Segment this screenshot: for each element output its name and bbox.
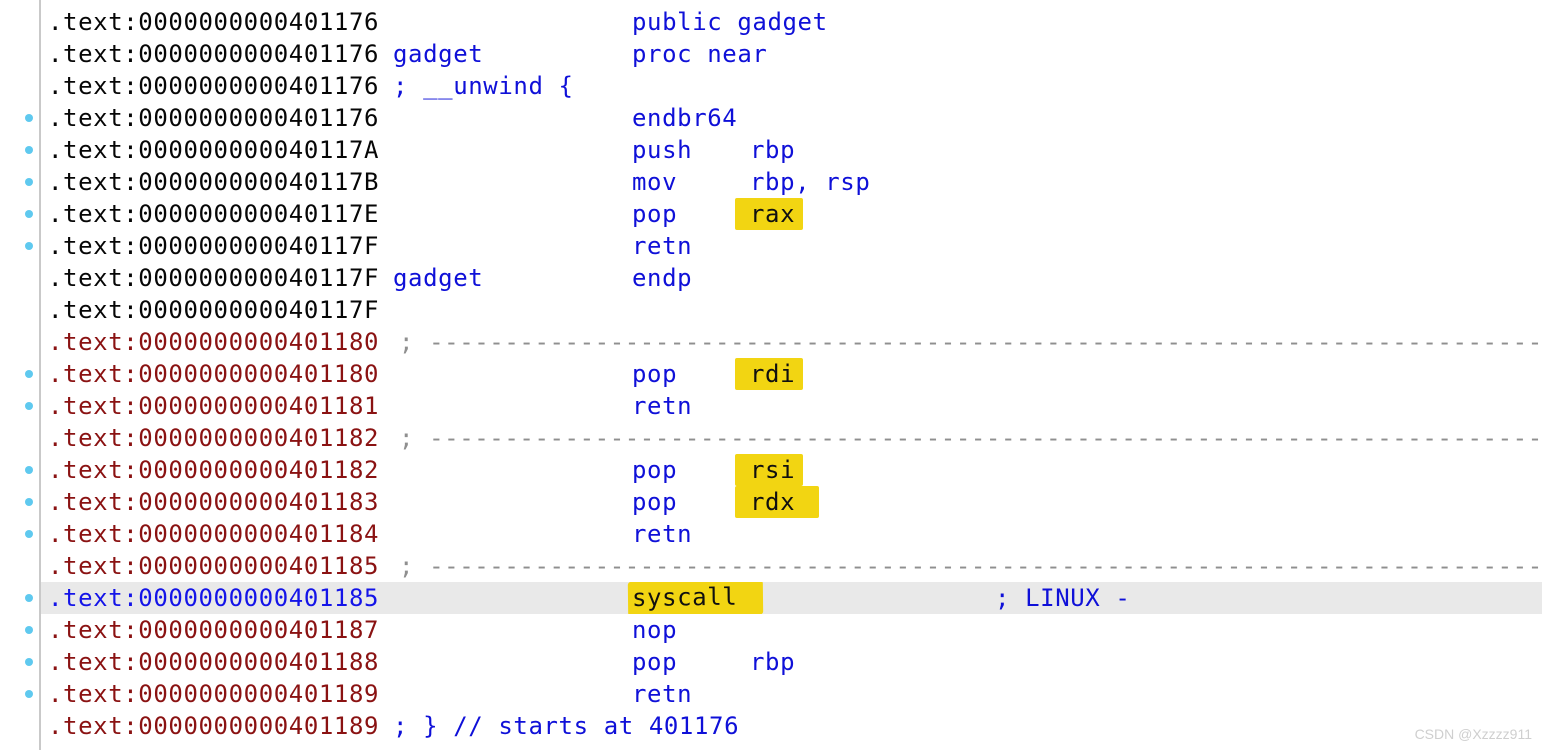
disasm-row[interactable]: .text:0000000000401182 pop rsi [0, 454, 1542, 486]
disasm-row[interactable]: .text:0000000000401176 endbr64 [0, 102, 1542, 134]
line-marker-icon [25, 530, 33, 538]
address-label: .text:0000000000401176 [48, 72, 380, 100]
operand[interactable]: rdi [735, 358, 804, 390]
address-label: .text:0000000000401181 [48, 392, 380, 420]
comment-text: ; __unwind { [393, 72, 574, 100]
mnemonic[interactable]: retn [632, 392, 693, 420]
address-label: .text:000000000040117A [48, 136, 380, 164]
mnemonic[interactable]: pop [632, 360, 678, 388]
line-marker-icon [25, 466, 33, 474]
disasm-row[interactable]: .text:0000000000401183 pop rdx [0, 486, 1542, 518]
disasm-row[interactable]: .text:000000000040117A push rbp [0, 134, 1542, 166]
disasm-row[interactable]: .text:0000000000401176 gadget proc near [0, 38, 1542, 70]
watermark: CSDN @Xzzzz911 [1414, 726, 1532, 742]
address-label: .text:0000000000401182 [48, 456, 380, 484]
disasm-row[interactable]: .text:0000000000401189 retn [0, 678, 1542, 710]
address-label: .text:0000000000401180 [48, 360, 380, 388]
address-label: .text:0000000000401176 [48, 8, 380, 36]
address-label: .text:0000000000401185 [48, 584, 380, 612]
line-marker-icon [25, 146, 33, 154]
symbol-label[interactable]: gadget [393, 40, 484, 68]
line-marker-icon [25, 114, 33, 122]
address-label: .text:000000000040117F [48, 296, 380, 324]
disasm-row[interactable]: .text:0000000000401185 ; ----------------… [0, 550, 1542, 582]
address-label: .text:0000000000401189 [48, 712, 380, 740]
operand[interactable]: rbp [750, 136, 796, 164]
comment-text: ; } // starts at 401176 [393, 712, 740, 740]
operand[interactable]: rbp [750, 648, 796, 676]
mnemonic[interactable]: retn [632, 680, 693, 708]
mnemonic[interactable]: retn [632, 232, 693, 260]
mnemonic[interactable]: mov [632, 168, 678, 196]
mnemonic[interactable]: pop [632, 200, 678, 228]
address-label: .text:000000000040117B [48, 168, 380, 196]
disasm-row[interactable]: .text:0000000000401184 retn [0, 518, 1542, 550]
separator-line: ; --------------------------------------… [399, 328, 1542, 356]
line-marker-icon [25, 498, 33, 506]
line-marker-icon [25, 178, 33, 186]
separator-line: ; --------------------------------------… [399, 552, 1542, 580]
address-label: .text:0000000000401188 [48, 648, 380, 676]
line-marker-icon [25, 690, 33, 698]
mnemonic[interactable]: pop [632, 488, 678, 516]
disasm-row[interactable]: .text:0000000000401176 ; __unwind { [0, 70, 1542, 102]
address-label: .text:0000000000401189 [48, 680, 380, 708]
line-marker-icon [25, 242, 33, 250]
address-label: .text:0000000000401187 [48, 616, 380, 644]
disasm-row[interactable]: .text:0000000000401181 retn [0, 390, 1542, 422]
disasm-row[interactable]: .text:0000000000401187 nop [0, 614, 1542, 646]
mnemonic[interactable]: pop [632, 648, 678, 676]
address-label: .text:0000000000401182 [48, 424, 380, 452]
symbol-label[interactable]: gadget [393, 264, 484, 292]
mnemonic[interactable]: public gadget [632, 8, 828, 36]
line-marker-icon [25, 402, 33, 410]
operand[interactable]: rsi [735, 454, 804, 486]
address-label: .text:0000000000401176 [48, 104, 380, 132]
disasm-row[interactable]: .text:000000000040117F [0, 294, 1542, 326]
address-label: .text:0000000000401176 [48, 40, 380, 68]
separator-line: ; --------------------------------------… [399, 424, 1542, 452]
mnemonic[interactable]: retn [632, 520, 693, 548]
line-marker-icon [25, 658, 33, 666]
disasm-row[interactable]: .text:000000000040117F retn [0, 230, 1542, 262]
address-label: .text:000000000040117E [48, 200, 380, 228]
margin-divider [39, 0, 41, 750]
address-label: .text:000000000040117F [48, 264, 380, 292]
disasm-row[interactable]: .text:0000000000401180 pop rdi [0, 358, 1542, 390]
line-marker-icon [25, 210, 33, 218]
inline-comment: ; LINUX - [995, 584, 1131, 612]
line-marker-icon [25, 626, 33, 634]
disasm-row[interactable]: .text:000000000040117B mov rbp, rsp [0, 166, 1542, 198]
operand[interactable]: rbp, rsp [750, 168, 871, 196]
disasm-row[interactable]: .text:0000000000401185 syscall ; LINUX - [0, 582, 1542, 614]
disasm-row[interactable]: .text:000000000040117F gadget endp [0, 262, 1542, 294]
address-label: .text:0000000000401185 [48, 552, 380, 580]
disasm-row[interactable]: .text:000000000040117E pop rax [0, 198, 1542, 230]
disasm-row[interactable]: .text:0000000000401189 ; } // starts at 4… [0, 710, 1542, 742]
mnemonic[interactable]: proc near [632, 40, 768, 68]
mnemonic[interactable]: nop [632, 616, 678, 644]
disasm-row[interactable]: .text:0000000000401180 ; ----------------… [0, 326, 1542, 358]
disasm-row[interactable]: .text:0000000000401188 pop rbp [0, 646, 1542, 678]
mnemonic[interactable]: endbr64 [632, 104, 738, 132]
operand[interactable]: rdx [735, 486, 820, 518]
mnemonic[interactable]: push [632, 136, 693, 164]
disasm-row[interactable]: .text:0000000000401176 public gadget [0, 6, 1542, 38]
address-label: .text:0000000000401183 [48, 488, 380, 516]
mnemonic[interactable]: pop [632, 456, 678, 484]
mnemonic[interactable]: syscall [627, 582, 764, 614]
mnemonic[interactable]: endp [632, 264, 693, 292]
address-label: .text:000000000040117F [48, 232, 380, 260]
operand[interactable]: rax [735, 198, 804, 230]
address-label: .text:0000000000401180 [48, 328, 380, 356]
disasm-row[interactable]: .text:0000000000401182 ; ----------------… [0, 422, 1542, 454]
line-marker-icon [25, 594, 33, 602]
line-marker-icon [25, 370, 33, 378]
address-label: .text:0000000000401184 [48, 520, 380, 548]
